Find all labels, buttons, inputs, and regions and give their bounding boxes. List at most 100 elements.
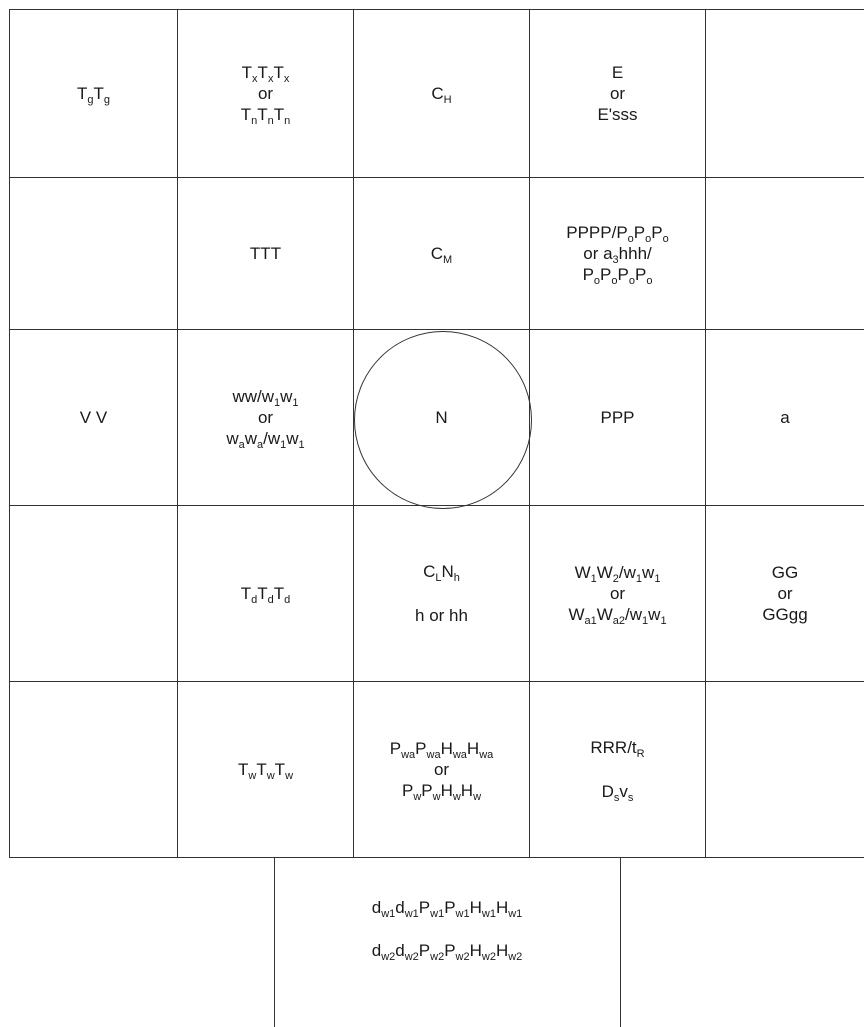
code-subscript: w1 — [508, 907, 523, 920]
code-line: E — [612, 62, 623, 83]
code-subscript: 1 — [298, 439, 305, 452]
code-text: w — [648, 605, 661, 625]
code-line: Dsvs — [601, 781, 634, 804]
code-cell-r2-c2: TTT — [177, 177, 354, 330]
code-text: v — [619, 781, 628, 801]
code-subscript: 1 — [654, 572, 661, 585]
code-cell-r3-c5: a — [705, 329, 864, 506]
code-subscript: w — [266, 769, 275, 782]
code-line: TxTxTx — [241, 62, 290, 85]
code-text: P — [444, 897, 456, 917]
code-subscript: 1 — [635, 572, 643, 585]
code-line: TdTdTd — [241, 583, 291, 606]
code-subscript: n — [267, 115, 274, 128]
code-subscript: w — [413, 791, 422, 804]
code-subscript: x — [283, 72, 290, 85]
code-subscript: a1 — [584, 615, 597, 628]
code-line: CLNh — [423, 561, 460, 585]
code-cell-r5-c2: TwTwTw — [177, 681, 354, 858]
code-text: D — [601, 781, 614, 801]
code-text: V V — [79, 407, 108, 427]
code-subscript: 1 — [292, 396, 299, 409]
code-subscript: w2 — [455, 951, 470, 963]
code-text: P — [418, 897, 431, 917]
code-subscript: wa — [426, 748, 441, 761]
code-text: ww/w — [232, 386, 275, 406]
code-text: P — [418, 941, 431, 960]
code-subscript: a — [257, 439, 264, 452]
code-text: P — [421, 781, 433, 801]
code-subscript: o — [627, 232, 634, 245]
code-text: H — [495, 897, 509, 917]
code-subscript: L — [435, 572, 442, 585]
code-text: a — [780, 407, 790, 427]
code-subscript: 1 — [642, 615, 649, 628]
code-text: P — [617, 265, 629, 285]
code-text: or a — [583, 243, 613, 263]
code-line: CH — [431, 83, 451, 106]
code-subscript: o — [662, 232, 669, 245]
code-text: T — [273, 105, 285, 125]
code-text: or — [257, 407, 274, 427]
code-subscript: w1 — [430, 907, 445, 920]
code-text: or — [257, 83, 274, 103]
code-subscript: o — [628, 275, 635, 288]
code-text: d — [371, 941, 382, 960]
code-line: PwaPwaHwaHwa — [390, 738, 494, 761]
code-line: Wa1Wa2/w1w1 — [568, 604, 666, 628]
code-subscript: d — [267, 593, 274, 606]
code-cell-r2-c1 — [9, 177, 178, 330]
code-text: T — [257, 105, 268, 125]
code-subscript: w — [452, 791, 461, 804]
code-subscript: x — [252, 72, 258, 85]
code-text: /w — [625, 605, 643, 625]
code-subscript: M — [443, 253, 453, 266]
code-text: T — [241, 62, 253, 82]
code-subscript: w — [248, 769, 257, 782]
code-text: or — [433, 759, 450, 779]
code-text: T — [273, 583, 285, 603]
code-subscript: a — [238, 439, 245, 452]
code-text: T — [256, 759, 267, 779]
code-text: T — [237, 759, 249, 779]
code-text: w — [280, 386, 293, 406]
code-text: E — [611, 62, 624, 82]
code-text: W — [568, 605, 585, 625]
code-text: h or hh — [415, 605, 468, 625]
code-text: GGgg — [762, 605, 808, 625]
code-line: PPPP/PoPoPo — [566, 222, 669, 245]
code-line: TgTg — [77, 83, 110, 106]
code-subscript: d — [251, 593, 258, 606]
code-cell-r3-c1: V V — [9, 329, 178, 506]
code-text: RRR/t — [590, 738, 637, 758]
code-line: or — [777, 583, 792, 604]
code-text: /w — [618, 562, 636, 582]
code-text: T — [274, 759, 286, 779]
code-line: ww/w1w1 — [232, 386, 299, 409]
code-subscript: o — [611, 275, 618, 288]
code-text: C — [430, 243, 444, 263]
code-text: P — [401, 781, 414, 801]
code-text: W — [596, 605, 613, 625]
code-text: N — [441, 562, 454, 582]
code-subscript: wa — [401, 748, 416, 761]
code-line: or — [434, 759, 449, 780]
code-line: W1W2/w1w1 — [575, 562, 661, 585]
code-text: hhh/ — [618, 243, 652, 263]
code-subscript: w2 — [430, 951, 445, 963]
code-cell-r1-c5 — [705, 9, 864, 178]
code-subscript: g — [87, 93, 94, 106]
code-text: w — [226, 429, 239, 449]
code-text: C — [423, 562, 436, 582]
code-subscript: wa — [452, 748, 467, 761]
code-line: or — [610, 583, 625, 604]
code-subscript: w2 — [381, 951, 396, 963]
code-subscript: s — [627, 791, 634, 804]
code-text: or — [777, 583, 793, 603]
